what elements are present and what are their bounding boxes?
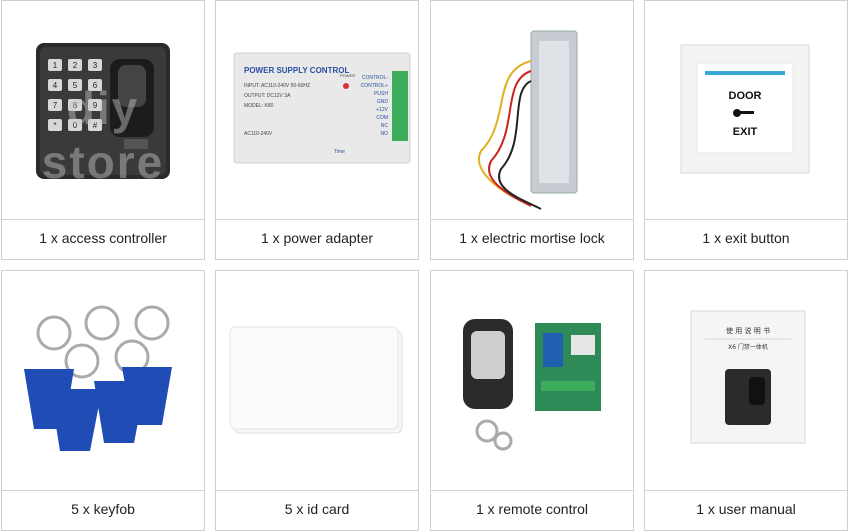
keypad-key-label: 0 xyxy=(73,121,78,130)
product-cell-exit-button: DOOR EXIT 1 x exit button xyxy=(644,0,848,260)
keyfob-photo xyxy=(2,271,204,491)
keypad-key xyxy=(48,79,62,91)
keypad-key-label: 3 xyxy=(93,61,98,70)
keypad-key xyxy=(88,119,102,131)
keypad-key-label: 6 xyxy=(93,81,98,90)
adapter-time: Time xyxy=(334,149,345,155)
product-cell-user-manual: 使 用 说 明 书 X6 门禁一体机 1 x user manual xyxy=(644,270,848,531)
keypad-key-label: 4 xyxy=(53,81,58,90)
adapter-terminal-label: PUSH xyxy=(374,91,388,97)
adapter-power: POWER xyxy=(340,73,355,78)
keypad-key-label: 5 xyxy=(73,81,78,90)
exit-button-door-label: DOOR xyxy=(729,90,762,102)
exit-button-photo: DOOR EXIT xyxy=(645,1,847,220)
keypad-key xyxy=(68,119,82,131)
keypad-key-label: * xyxy=(53,121,56,130)
adapter-input: INPUT: AC110-240V 50-60HZ xyxy=(244,83,310,89)
adapter-model: MODEL: K80 xyxy=(244,103,274,109)
caption-keyfob: 5 x keyfob xyxy=(71,501,135,517)
caption-mortise-lock: 1 x electric mortise lock xyxy=(459,230,605,246)
adapter-terminal-label: COM xyxy=(376,115,388,121)
adapter-terminal-label: GND xyxy=(377,99,389,105)
caption-remote-control: 1 x remote control xyxy=(475,501,589,517)
adapter-ac: AC110-240V xyxy=(244,131,273,137)
keypad-key xyxy=(48,59,62,71)
keypad-key xyxy=(48,99,62,111)
mortise-lock-photo xyxy=(431,1,633,220)
product-cell-power-adapter: POWER SUPPLY CONTROL INPUT: AC110-240V 5… xyxy=(215,0,419,260)
product-cell-id-card: 5 x id card xyxy=(215,270,419,531)
remote-control-photo xyxy=(431,271,633,491)
keypad-key xyxy=(68,59,82,71)
keypad-key xyxy=(88,79,102,91)
keypad-key xyxy=(68,79,82,91)
exit-button-exit-label: EXIT xyxy=(733,126,758,138)
caption-access-controller: 1 x access controller xyxy=(39,230,167,246)
adapter-output: OUTPUT: DC12V 3A xyxy=(244,93,291,99)
adapter-terminal-label: NO xyxy=(381,131,389,137)
product-cell-remote-control: 1 x remote control xyxy=(430,270,634,531)
caption-power-adapter: 1 x power adapter xyxy=(260,230,374,246)
adapter-terminal-label: +12V xyxy=(376,107,388,113)
user-manual-photo: 使 用 说 明 书 X6 门禁一体机 xyxy=(645,271,847,491)
product-cell-keyfob: 5 x keyfob xyxy=(1,270,205,531)
caption-exit-button: 1 x exit button xyxy=(702,230,790,246)
adapter-title: POWER SUPPLY CONTROL xyxy=(244,66,349,75)
caption-id-card: 5 x id card xyxy=(284,501,350,517)
power-adapter-photo: POWER SUPPLY CONTROL INPUT: AC110-240V 5… xyxy=(216,1,418,220)
caption-user-manual: 1 x user manual xyxy=(696,501,796,517)
keypad-key-label: 9 xyxy=(93,101,98,110)
keypad-key xyxy=(48,119,62,131)
adapter-terminal-label: NC xyxy=(381,123,389,129)
id-card-photo xyxy=(216,271,418,491)
keypad-key xyxy=(88,99,102,111)
adapter-terminal-label: CONTROL- xyxy=(362,75,388,81)
product-cell-mortise-lock: 1 x electric mortise lock xyxy=(430,0,634,260)
manual-title: 使 用 说 明 书 xyxy=(726,326,770,335)
keypad-key-label: 8 xyxy=(73,101,78,110)
keypad-key xyxy=(68,99,82,111)
keypad-key-label: 1 xyxy=(53,61,58,70)
adapter-terminal-label: CONTROL+ xyxy=(361,83,388,89)
keypad-key-label: 2 xyxy=(73,61,78,70)
keypad-key xyxy=(88,59,102,71)
manual-subtitle: X6 门禁一体机 xyxy=(728,343,768,351)
keypad-key-label: 7 xyxy=(53,101,58,110)
keypad-key-label: # xyxy=(93,121,98,130)
